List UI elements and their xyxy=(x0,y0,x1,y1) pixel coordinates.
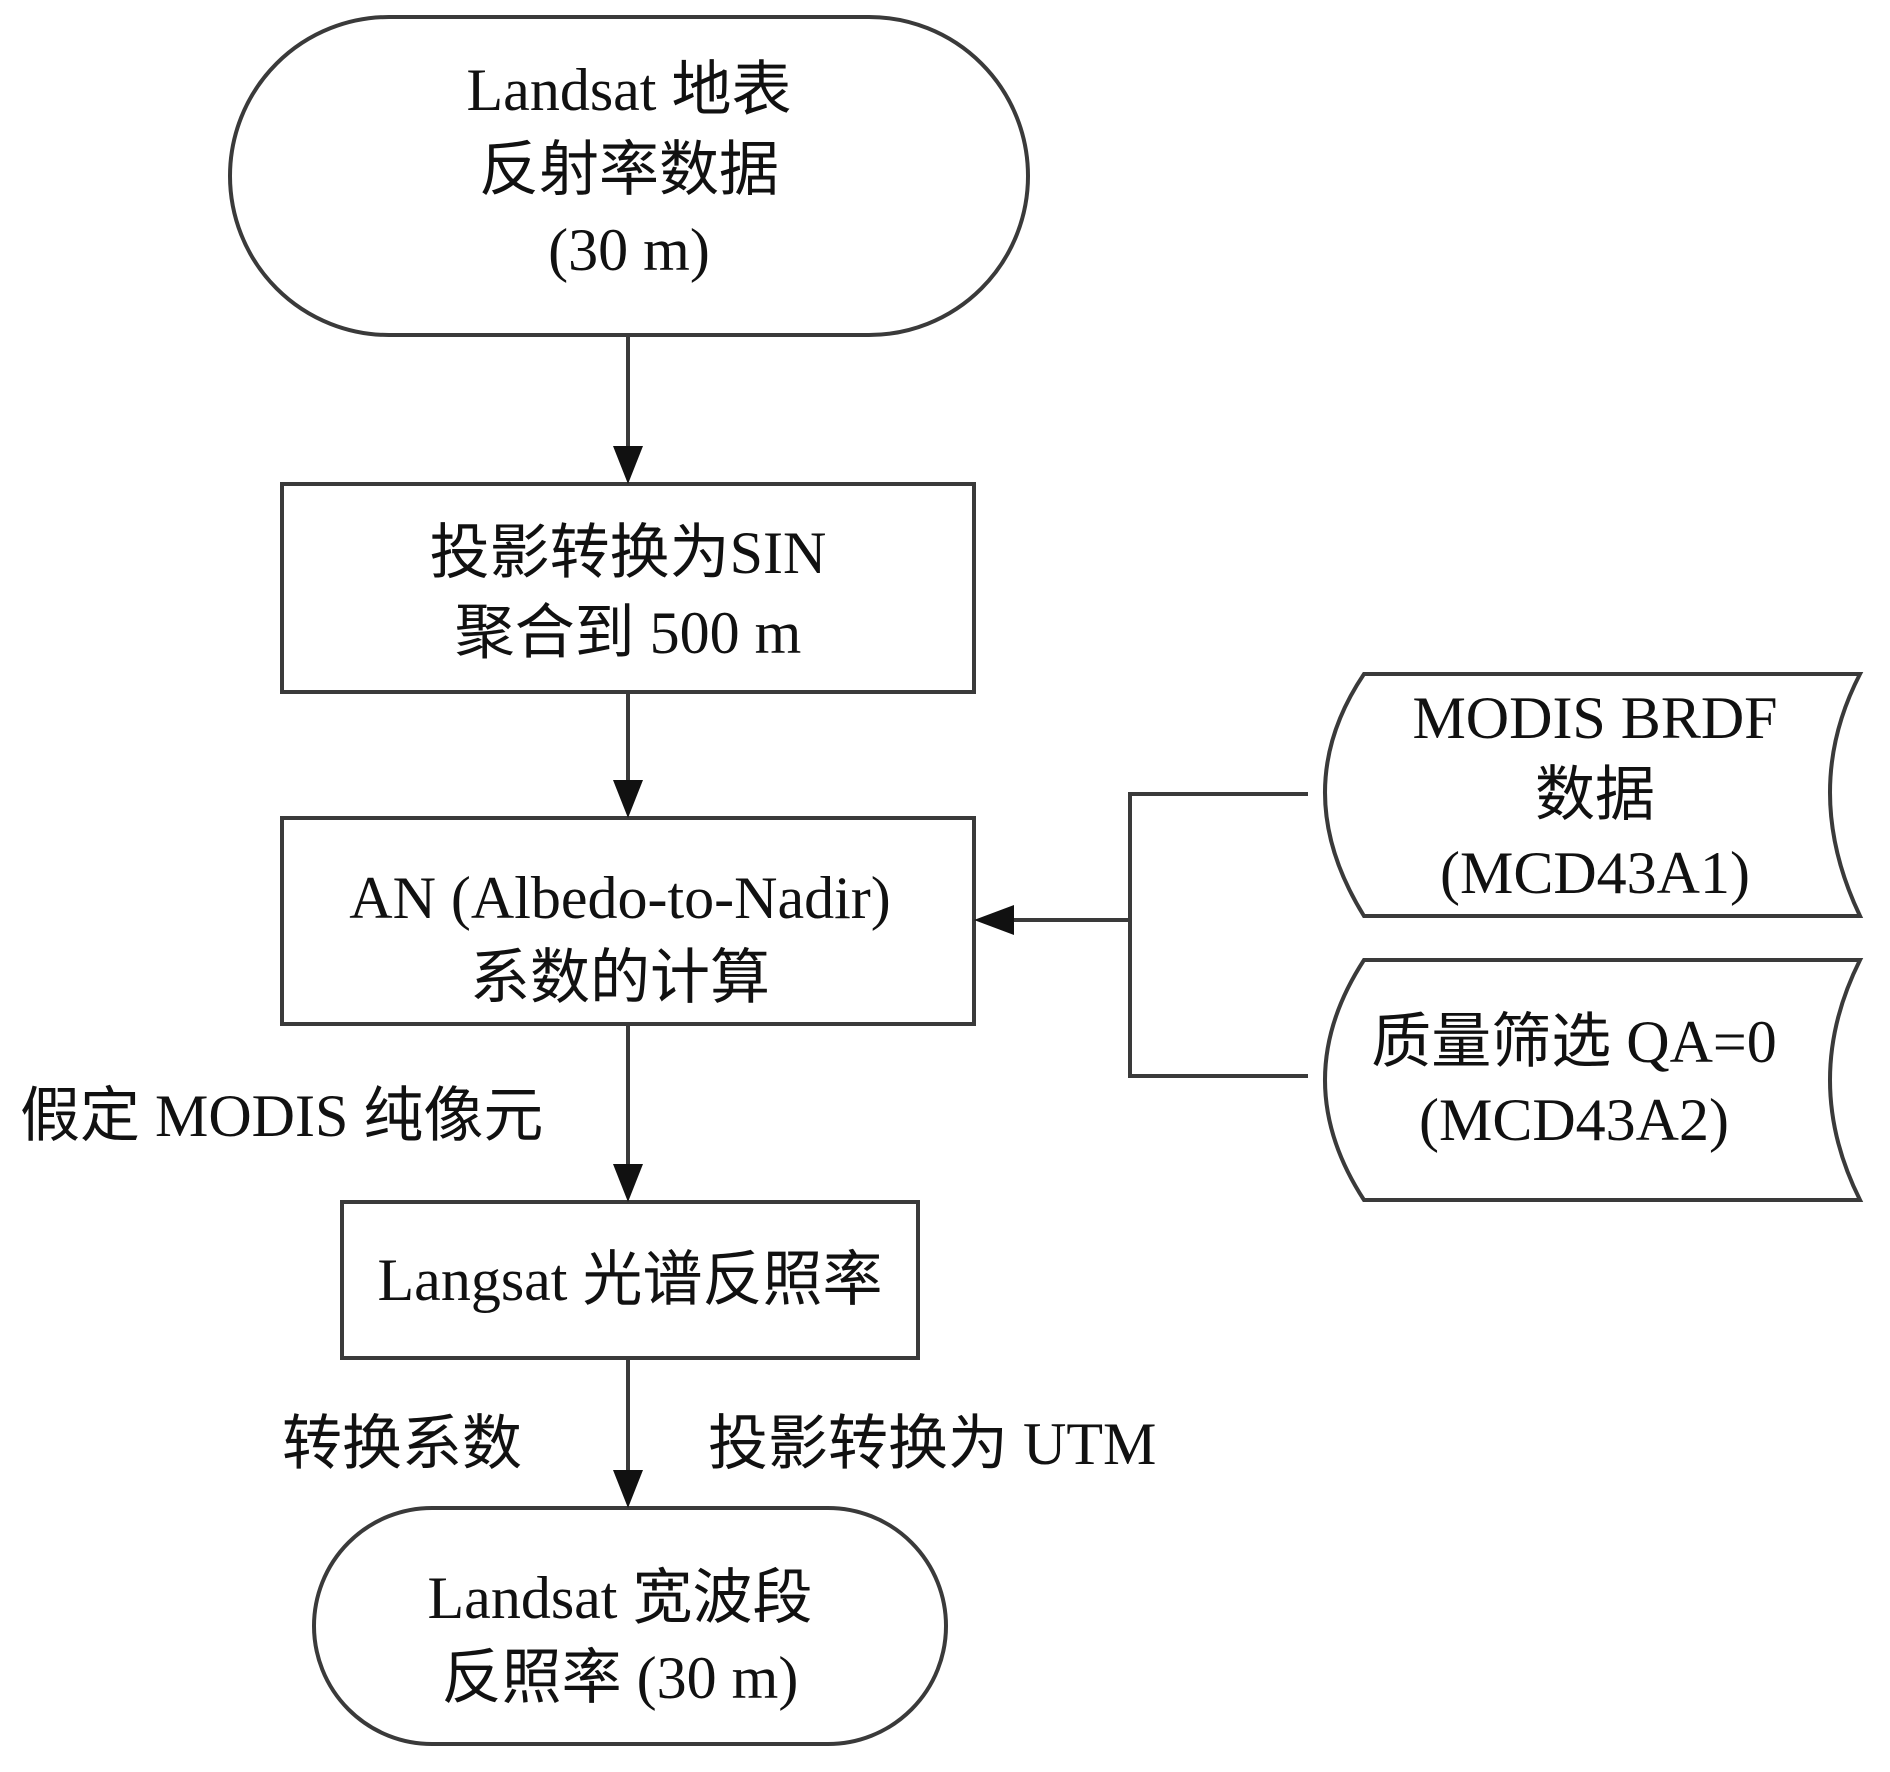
quality-filter-shape xyxy=(1323,958,1864,1202)
edge-labels: 假定 MODIS 纯像元 转换系数 投影转换为 UTM xyxy=(20,1083,1156,1477)
arrowhead-input-to-projection xyxy=(613,446,643,484)
landsat-input-line-2: 反射率数据 xyxy=(479,137,779,203)
projection-sin-line-1: 投影转换为SIN xyxy=(430,520,827,586)
modis-brdf-line-1: MODIS BRDF xyxy=(1412,685,1777,751)
broadband-albedo-line-1: Landsat 宽波段 xyxy=(428,1565,813,1631)
node-spectral-albedo: Langsat 光谱反照率 xyxy=(340,1200,920,1360)
spectral-albedo-line-1: Langsat 光谱反照率 xyxy=(378,1247,883,1313)
quality-filter-line-1: 质量筛选 QA=0 xyxy=(1371,1009,1777,1075)
broadband-albedo-shape xyxy=(312,1506,948,1746)
label-projection-utm: 投影转换为 UTM xyxy=(708,1411,1156,1477)
spectral-albedo-shape xyxy=(340,1200,920,1360)
landsat-input-line-1: Landsat 地表 xyxy=(467,57,792,123)
node-landsat-input: Landsat 地表 反射率数据 (30 m) xyxy=(228,15,1030,337)
node-projection-sin: 投影转换为SIN 聚合到 500 m xyxy=(280,482,976,694)
arrowhead-an-to-spectral xyxy=(613,1164,643,1202)
an-calculation-line-2: 系数的计算 xyxy=(470,945,770,1011)
modis-brdf-shape xyxy=(1323,672,1864,918)
arrowhead-side-inputs-to-an xyxy=(974,905,1014,935)
arrowhead-projection-to-an xyxy=(613,780,643,818)
node-broadband-albedo: Landsat 宽波段 反照率 (30 m) xyxy=(312,1506,948,1746)
connectors xyxy=(613,335,1308,1508)
label-assume-pure-pixel: 假定 MODIS 纯像元 xyxy=(20,1083,543,1149)
label-conversion-coeff: 转换系数 xyxy=(282,1411,522,1477)
broadband-albedo-line-2: 反照率 (30 m) xyxy=(442,1645,799,1711)
node-an-calculation: AN (Albedo-to-Nadir) 系数的计算 xyxy=(280,816,976,1026)
projection-sin-line-2: 聚合到 500 m xyxy=(455,600,802,666)
an-calculation-line-1: AN (Albedo-to-Nadir) xyxy=(349,865,891,931)
quality-filter-line-2: (MCD43A2) xyxy=(1419,1087,1729,1153)
node-modis-brdf: MODIS BRDF 数据 (MCD43A1) xyxy=(1323,672,1864,918)
edge-side-inputs-bracket xyxy=(1128,792,1308,1078)
node-quality-filter: 质量筛选 QA=0 (MCD43A2) xyxy=(1323,958,1864,1202)
arrowhead-spectral-to-broadband xyxy=(613,1470,643,1508)
modis-brdf-line-3: (MCD43A1) xyxy=(1440,840,1750,906)
modis-brdf-line-2: 数据 xyxy=(1535,762,1655,828)
projection-sin-shape xyxy=(280,482,976,694)
landsat-input-line-3: (30 m) xyxy=(548,217,710,283)
